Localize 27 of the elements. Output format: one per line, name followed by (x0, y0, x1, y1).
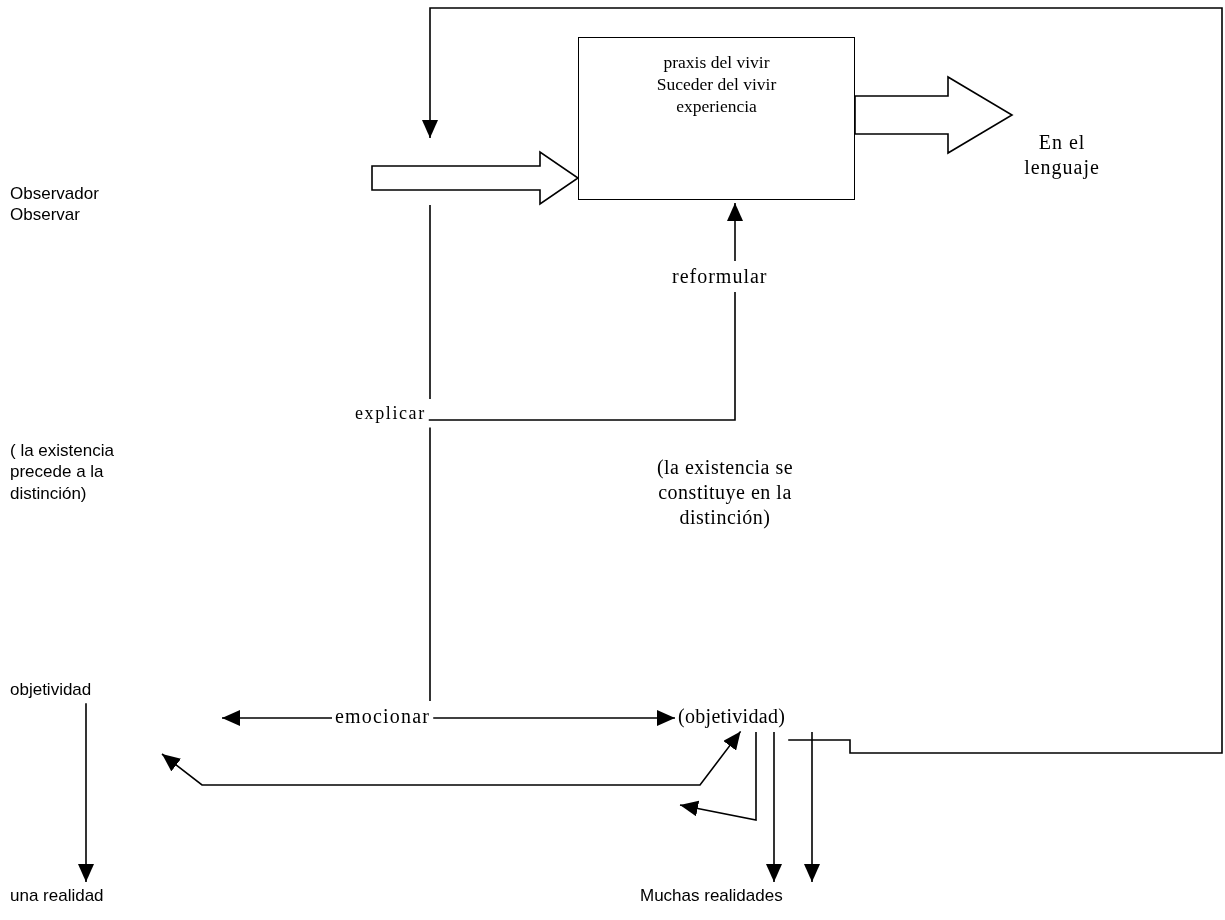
text-label: (la existencia se constituye en la distinción) (655, 455, 795, 530)
connector-line (429, 204, 431, 400)
text-label: una realidad (10, 885, 104, 907)
text-label: reformular (672, 264, 768, 289)
arrow (422, 7, 1223, 754)
arrow (766, 731, 782, 883)
box-text: praxis del vivir Suceder del vivir experiencia (655, 52, 778, 118)
connector-line (429, 426, 431, 702)
arrow (727, 202, 743, 262)
arrow (432, 710, 676, 726)
text-label: explicar (355, 402, 426, 425)
text-label: emocionar (335, 704, 431, 729)
connector-line (427, 291, 736, 421)
text-label: ( la existencia precede a la distinción) (10, 440, 115, 504)
text-label: Muchas realidades (640, 885, 783, 907)
block-arrow (371, 150, 580, 206)
arrow (161, 730, 742, 786)
text-label: (objetividad) (678, 704, 786, 729)
text-label: objetividad (10, 679, 92, 701)
arrow (78, 702, 94, 883)
arrow (221, 710, 333, 726)
arrow (679, 731, 757, 821)
process-box (578, 37, 855, 200)
text-label: Observador Observar (10, 183, 100, 226)
text-label: En el lenguaje (1023, 130, 1101, 180)
block-arrow (854, 75, 1014, 155)
arrow (804, 731, 820, 883)
